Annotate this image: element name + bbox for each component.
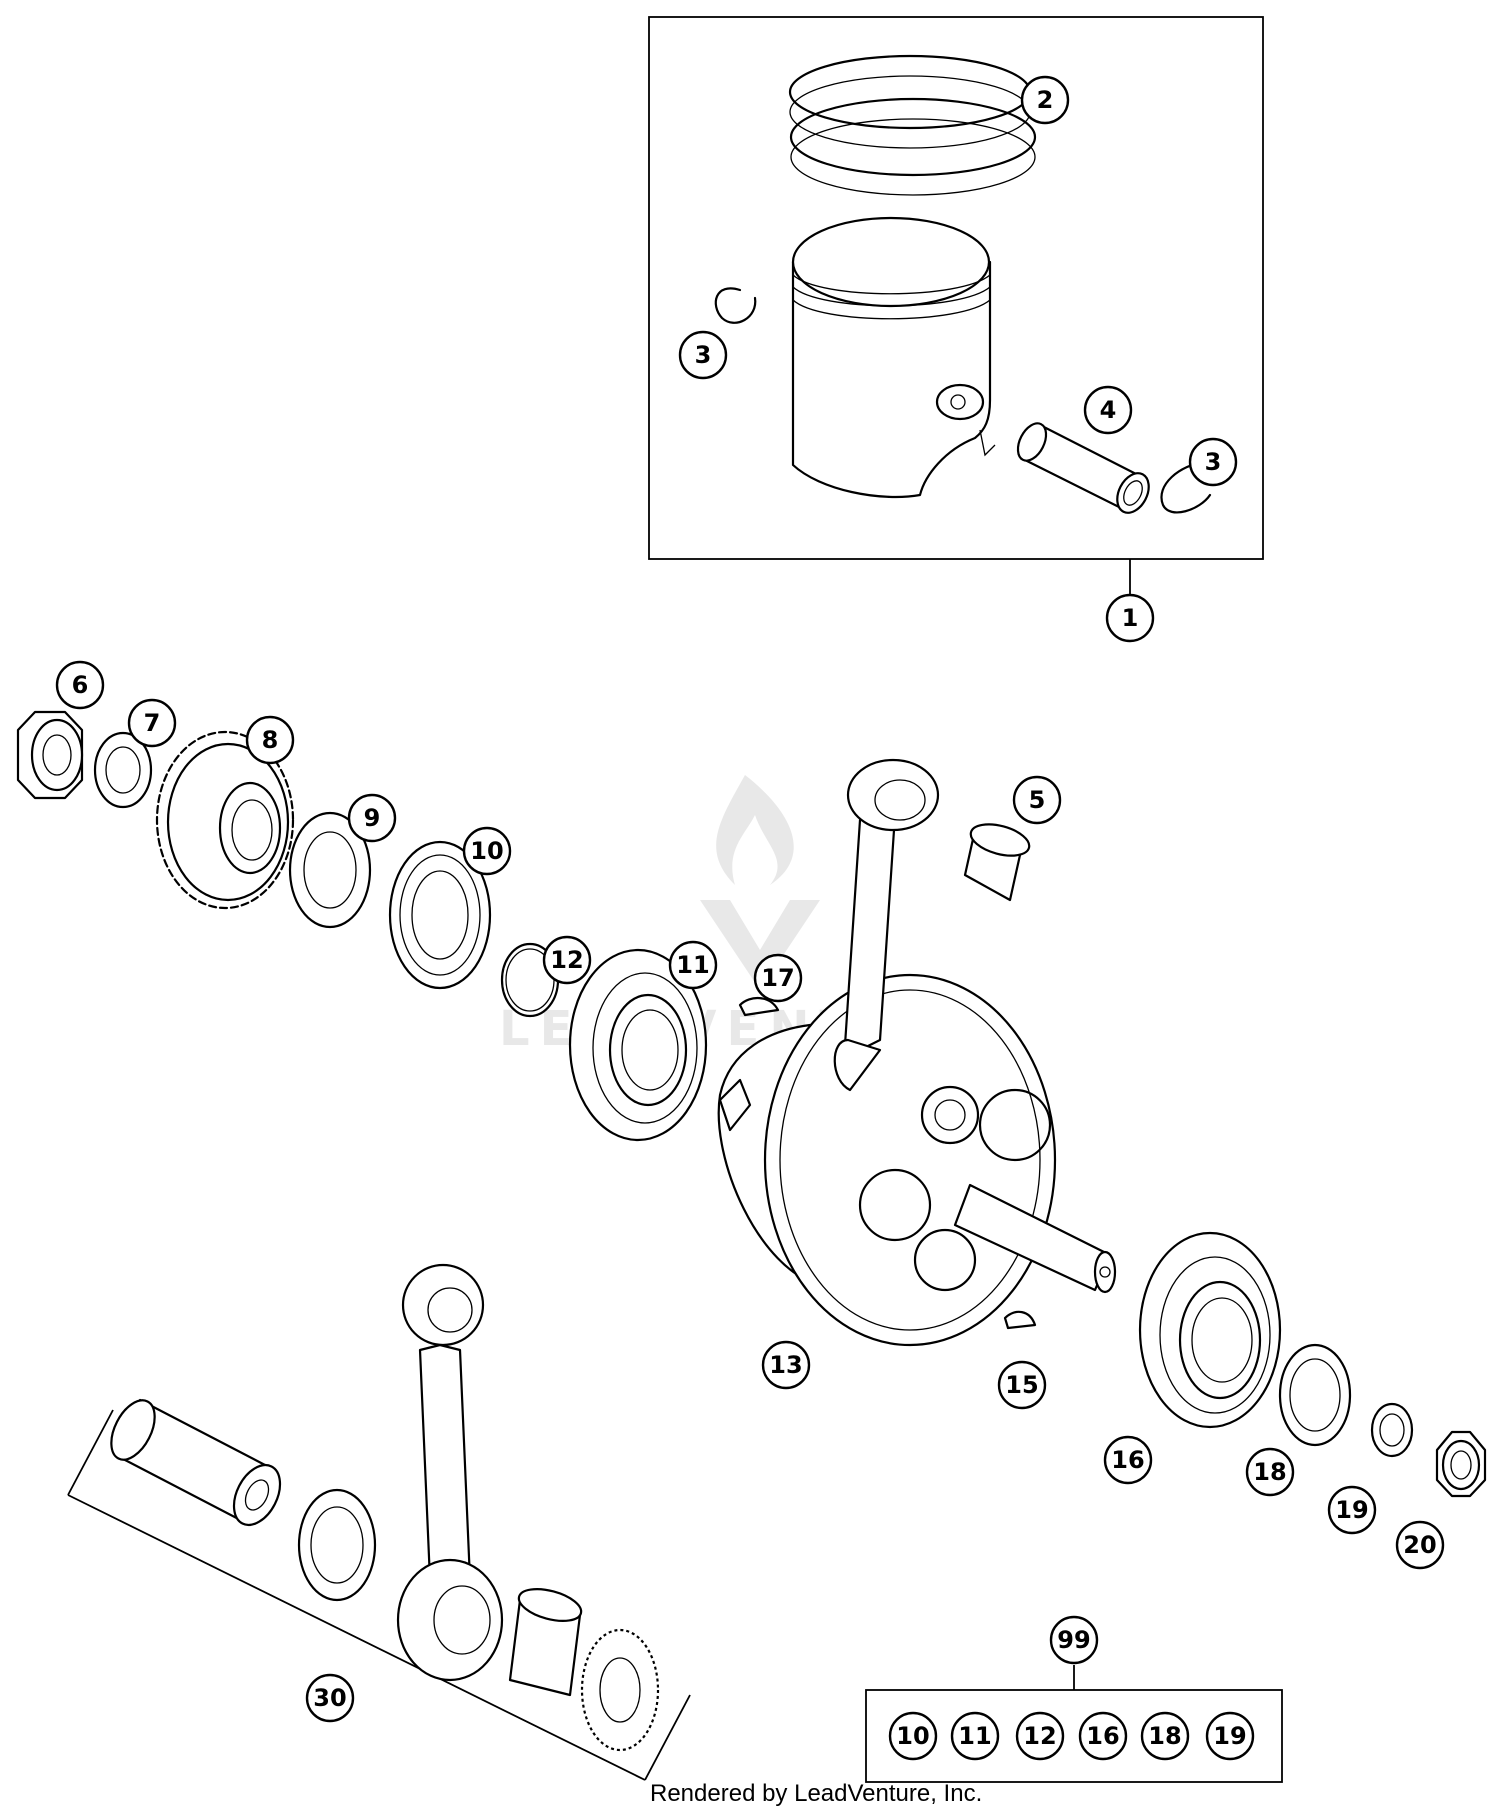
lock-washer (93, 731, 153, 809)
callout-9[interactable]: 9 (347, 793, 397, 843)
callout-label: 11 (676, 951, 709, 979)
kit-99-item-12[interactable]: 12 (1015, 1711, 1065, 1761)
callout-label: 3 (1205, 448, 1222, 476)
lock-washer-right (1370, 1402, 1414, 1458)
spacer-bushing (288, 811, 372, 929)
callout-label: 1 (1122, 604, 1139, 632)
callout-18[interactable]: 18 (1245, 1447, 1295, 1497)
callout-10[interactable]: 10 (462, 826, 512, 876)
callout-label: 20 (1403, 1531, 1436, 1559)
callout-label: 15 (1005, 1371, 1038, 1399)
callout-label: 17 (761, 964, 794, 992)
kit-99-item-10[interactable]: 10 (888, 1711, 938, 1761)
callout-label: 99 (1057, 1626, 1090, 1654)
callout-label: 8 (262, 726, 279, 754)
shaft-seal-left (388, 840, 492, 990)
callout-label: 9 (364, 804, 381, 832)
callout-12[interactable]: 12 (542, 935, 592, 985)
callout-label: 30 (313, 1684, 346, 1712)
kit-99-item-11[interactable]: 11 (950, 1711, 1000, 1761)
callout-13[interactable]: 13 (761, 1340, 811, 1390)
callout-30[interactable]: 30 (305, 1673, 355, 1723)
callout-16[interactable]: 16 (1103, 1435, 1153, 1485)
main-bearing-left (568, 948, 708, 1142)
kit-99-item-18[interactable]: 18 (1140, 1711, 1190, 1761)
callout-label: 10 (896, 1722, 929, 1750)
crankshaft-nut (16, 710, 84, 800)
callout-label: 12 (1023, 1722, 1056, 1750)
small-end-bushing (963, 823, 1031, 902)
callout-label: 18 (1253, 1458, 1286, 1486)
circlips (714, 287, 1212, 514)
callout-2[interactable]: 2 (1020, 75, 1070, 125)
callout-label: 13 (769, 1351, 802, 1379)
piston-pin (1016, 422, 1150, 514)
callout-17[interactable]: 17 (753, 953, 803, 1003)
callout-3-left[interactable]: 3 (678, 330, 728, 380)
callout-label: 16 (1086, 1722, 1119, 1750)
callout-8[interactable]: 8 (245, 715, 295, 765)
piston (791, 216, 996, 499)
callout-6[interactable]: 6 (55, 660, 105, 710)
callout-label: 12 (550, 946, 583, 974)
callout-15[interactable]: 15 (997, 1360, 1047, 1410)
kit-99-item-16[interactable]: 16 (1078, 1711, 1128, 1761)
kit-99-item-19[interactable]: 19 (1205, 1711, 1255, 1761)
callout-5[interactable]: 5 (1012, 775, 1062, 825)
render-credit: Rendered by LeadVenture, Inc. (650, 1780, 983, 1807)
callout-1[interactable]: 1 (1105, 593, 1155, 643)
main-bearing-right (1138, 1231, 1282, 1429)
callout-label: 19 (1213, 1722, 1246, 1750)
primary-gear (155, 730, 295, 910)
callout-label: 4 (1100, 396, 1117, 424)
callout-label: 10 (470, 837, 503, 865)
callout-label: 6 (72, 671, 89, 699)
callout-label: 11 (958, 1722, 991, 1750)
piston-kit-box (648, 16, 1264, 595)
kit-99-box (865, 1665, 1283, 1783)
callout-7[interactable]: 7 (127, 698, 177, 748)
callout-label: 19 (1335, 1496, 1368, 1524)
woodruff-key-17 (738, 997, 780, 1017)
callout-label: 3 (695, 341, 712, 369)
shaft-seal-right (1278, 1343, 1352, 1447)
callout-20[interactable]: 20 (1395, 1520, 1445, 1570)
callout-label: 18 (1148, 1722, 1181, 1750)
crankshaft-nut-right (1435, 1430, 1487, 1498)
callout-label: 16 (1111, 1446, 1144, 1474)
callout-11[interactable]: 11 (668, 940, 718, 990)
callout-label: 2 (1037, 86, 1054, 114)
conrod-kit (67, 1263, 691, 1781)
callout-19[interactable]: 19 (1327, 1485, 1377, 1535)
callout-99[interactable]: 99 (1049, 1615, 1099, 1665)
crankshaft-assembly (717, 758, 1117, 1347)
woodruff-key-15 (1003, 1310, 1037, 1330)
callout-3-right[interactable]: 3 (1188, 437, 1238, 487)
callout-label: 7 (144, 709, 161, 737)
callout-label: 5 (1029, 786, 1046, 814)
piston-rings (788, 54, 1037, 196)
callout-4[interactable]: 4 (1083, 385, 1133, 435)
